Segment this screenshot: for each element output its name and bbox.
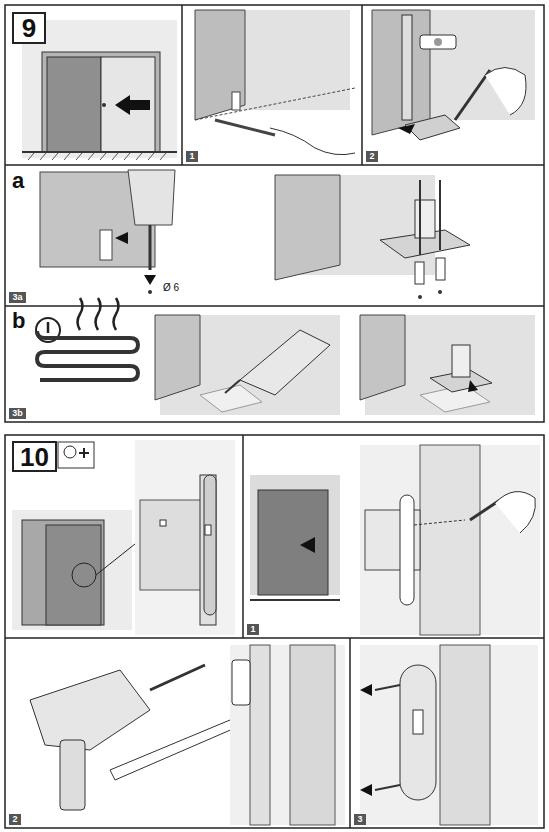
panel-badge: 1 [247, 624, 259, 635]
variant-letter: b [12, 308, 25, 334]
drill-diameter: Ø 6 [162, 282, 180, 293]
panel-number: 3b [12, 409, 23, 418]
step-number: 10 [20, 444, 49, 470]
panel-badge: 3 [354, 814, 366, 825]
panel-number: 1 [250, 625, 255, 634]
panel-badge: 1 [186, 151, 198, 162]
panel-number: 2 [12, 815, 17, 824]
panel-badge: 2 [9, 814, 21, 825]
panel-badge: 3b [9, 408, 26, 419]
step-number-box: 10 [12, 441, 57, 472]
variant-letter: a [12, 168, 24, 194]
panel-number: 2 [369, 152, 374, 161]
panel-badge: 3a [9, 292, 26, 303]
panel-number: 3a [12, 293, 22, 302]
step-number-box: 9 [12, 12, 46, 44]
panel-number: 3 [357, 815, 362, 824]
panel-number: 1 [189, 152, 194, 161]
step-number: 9 [22, 15, 36, 41]
panel-badge: 2 [366, 151, 378, 162]
